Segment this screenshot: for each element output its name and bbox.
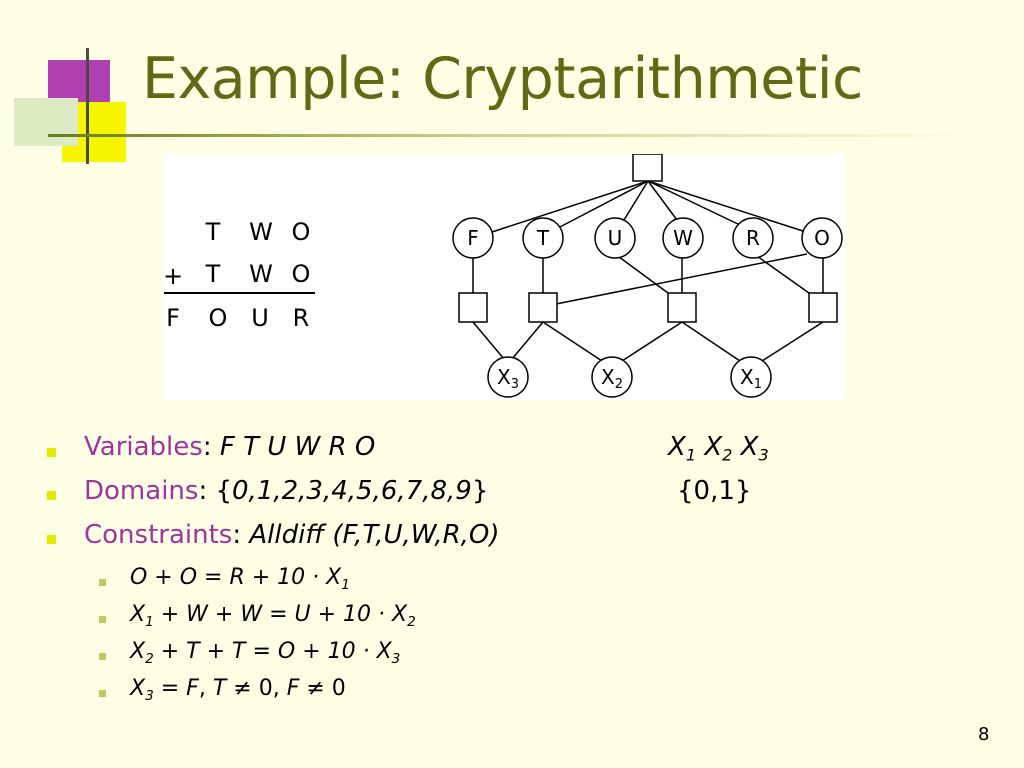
- node-x2-label: X2: [601, 365, 623, 392]
- bullet-variables: Variables: F T U W R O: [84, 432, 376, 462]
- bullet-marker: [47, 535, 56, 544]
- puzzle-row2-t: T: [205, 260, 221, 288]
- bullet-domains: Domains: {0,1,2,3,4,5,6,7,8,9}: [84, 476, 489, 506]
- cryptarithm-sum: T W O + T W O F O U R: [163, 218, 315, 332]
- puzzle-result-f: F: [166, 304, 180, 332]
- puzzle-row2-w: W: [249, 260, 273, 288]
- puzzle-result-r: R: [293, 304, 310, 332]
- node-u-label: U: [608, 226, 623, 250]
- page-number: 8: [978, 724, 990, 745]
- node-t-label: T: [536, 226, 550, 250]
- equation-4: X3 = F, T ≠ 0, F ≠ 0: [130, 676, 346, 704]
- constraint-graph-svg: T W O + T W O F O U R: [163, 153, 843, 398]
- sub-bullet-marker: [99, 579, 106, 586]
- puzzle-result-o: O: [209, 304, 228, 332]
- puzzle-row1-w: W: [249, 218, 273, 246]
- carry-domain: {0,1}: [677, 476, 752, 506]
- sub-bullet-marker: [99, 616, 106, 623]
- constraint-graph-figure: T W O + T W O F O U R: [162, 153, 845, 400]
- variable-nodes: F T U W R O: [452, 217, 843, 259]
- decor-vertical-line: [86, 48, 89, 164]
- carry-nodes: X3 X2 X1: [487, 356, 772, 398]
- graph-edges: [472, 180, 824, 362]
- decor-pale-square: [14, 98, 78, 146]
- domains-value: 0,1,2,3,4,5,6,7,8,9: [232, 476, 472, 506]
- constraint-box-2: [528, 292, 558, 323]
- puzzle-row1-t: T: [205, 218, 221, 246]
- carry-variables: X1 X2 X3: [668, 432, 769, 465]
- sub-bullet-marker: [99, 653, 106, 660]
- node-w-label: W: [673, 226, 693, 250]
- equation-1: O + O = R + 10 · X1: [130, 565, 350, 593]
- bullet-marker: [47, 491, 56, 500]
- puzzle-row2-o: O: [292, 260, 311, 288]
- constraint-box-4: [808, 292, 838, 323]
- bullet-marker: [47, 448, 56, 457]
- constraint-box-1: [458, 292, 488, 323]
- puzzle-row1-o: O: [292, 218, 311, 246]
- alldiff-constraint-box: [632, 153, 663, 182]
- node-x1-label: X1: [740, 365, 762, 392]
- sub-bullet-marker: [99, 690, 106, 697]
- constraint-box-3: [667, 292, 697, 323]
- domains-label: Domains: [84, 476, 199, 506]
- puzzle-result-u: U: [251, 304, 269, 332]
- variables-value: F T U W R O: [219, 432, 376, 462]
- equation-2: X1 + W + W = U + 10 · X2: [130, 602, 416, 630]
- slide-title: Example: Cryptarithmetic: [142, 46, 863, 112]
- node-x3-label: X3: [497, 365, 519, 392]
- variables-label: Variables: [84, 432, 203, 462]
- node-o-label: O: [814, 226, 830, 250]
- title-underline: [48, 134, 978, 137]
- constraints-label: Constraints: [84, 520, 233, 550]
- node-r-label: R: [746, 226, 760, 250]
- node-f-label: F: [467, 226, 479, 250]
- puzzle-plus-sign: +: [163, 262, 183, 290]
- bullet-constraints: Constraints: Alldiff (F,T,U,W,R,O): [84, 520, 500, 550]
- constraints-value: Alldiff (F,T,U,W,R,O): [249, 520, 500, 550]
- equation-3: X2 + T + T = O + 10 · X3: [130, 639, 401, 667]
